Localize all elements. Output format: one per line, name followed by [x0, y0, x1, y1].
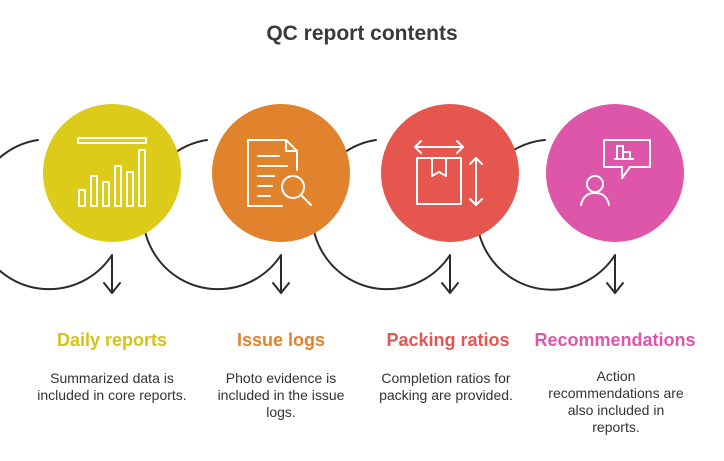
step-description-packing-ratios: Completion ratios for packing are provid… — [379, 370, 513, 403]
document-search-icon — [247, 139, 312, 207]
circle-packing-ratios — [381, 104, 519, 242]
user-chat-icon — [580, 139, 651, 206]
circle-recommendations — [546, 104, 684, 242]
outline-arc-1 — [0, 139, 113, 292]
arrow-head-4 — [606, 282, 624, 294]
step-heading-recommendations: Recommendations — [534, 330, 696, 350]
step-description-recommendations: Action recommendations are also included… — [548, 368, 684, 435]
package-dimensions-icon — [414, 140, 483, 206]
arrow-head-3 — [441, 282, 459, 294]
step-heading-daily-reports: Daily reports — [56, 330, 168, 350]
arrow-head-2 — [272, 282, 290, 294]
circle-issue-logs — [212, 104, 350, 242]
step-description-issue-logs: Photo evidence is included in the issue … — [217, 370, 345, 420]
step-heading-issue-logs: Issue logs — [236, 330, 326, 350]
circle-daily-reports — [43, 104, 181, 242]
arrow-head-1 — [103, 282, 121, 294]
step-description-daily-reports: Summarized data is included in core repo… — [37, 370, 187, 403]
diagram-title: QC report contents — [266, 22, 458, 45]
bar-chart-icon — [77, 137, 147, 207]
step-heading-packing-ratios: Packing ratios — [386, 330, 510, 350]
